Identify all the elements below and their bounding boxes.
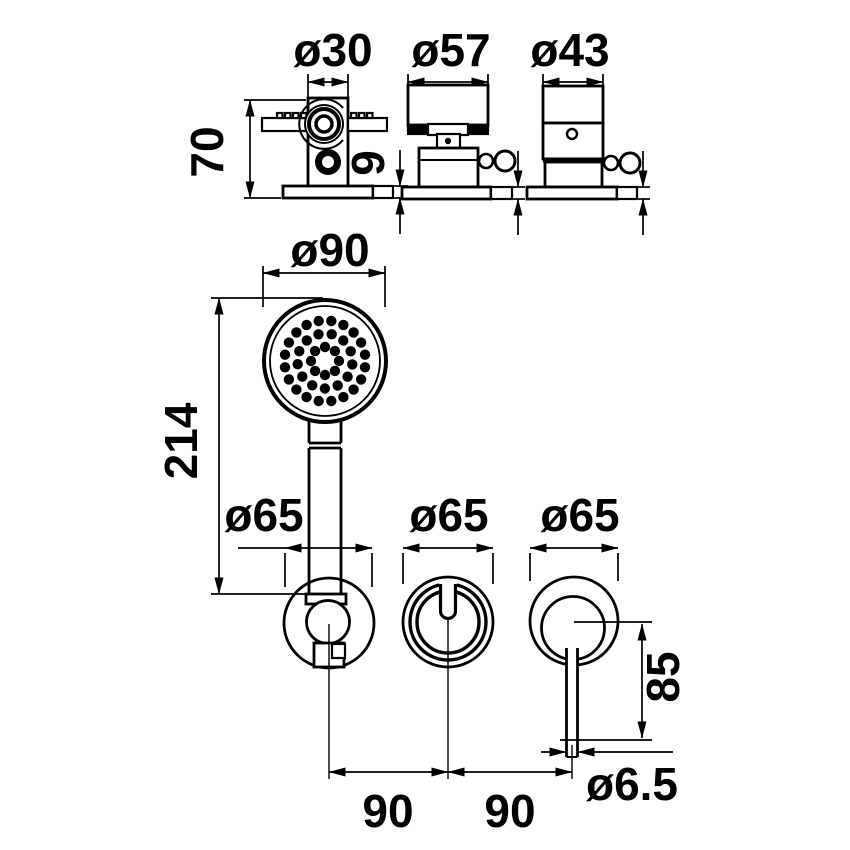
dim-label-dia65-bracket: ø65	[409, 489, 488, 541]
dim-label-lever85: 85	[637, 651, 689, 702]
dim-label-dia43: ø43	[530, 24, 609, 76]
dim-label-spacing90-right: 90	[484, 785, 535, 837]
mixer-front-view: ø65 85 ø6.5	[528, 489, 689, 810]
bracket-front-view: ø65	[401, 489, 495, 779]
dim-label-dia30: ø30	[293, 24, 372, 76]
dim-label-depth9: 9	[342, 150, 394, 176]
spacing-dimensions: 90 90	[328, 767, 573, 837]
dim-label-dia65-holder: ø65	[224, 489, 303, 541]
dim-label-length214: 214	[155, 402, 207, 479]
shower-handle	[307, 419, 343, 594]
dim-label-dia65-mixer: ø65	[540, 489, 619, 541]
holder-side-view: ø30 70 9	[181, 24, 408, 234]
bracket-side-view: ø57	[400, 24, 525, 235]
shower-head-rim	[262, 298, 388, 424]
dim-label-height70: 70	[181, 126, 233, 177]
dim-label-dia90: ø90	[290, 224, 369, 276]
dim-label-spacing90-left: 90	[362, 785, 413, 837]
holder-front-view: ø65	[224, 489, 376, 779]
dim-label-dia6-5: ø6.5	[586, 758, 678, 810]
mixer-side-view: ø43	[525, 24, 650, 235]
dim-label-dia57: ø57	[411, 24, 490, 76]
hand-shower-front-view: ø90 214	[155, 224, 388, 595]
spray-nozzles	[279, 315, 371, 407]
